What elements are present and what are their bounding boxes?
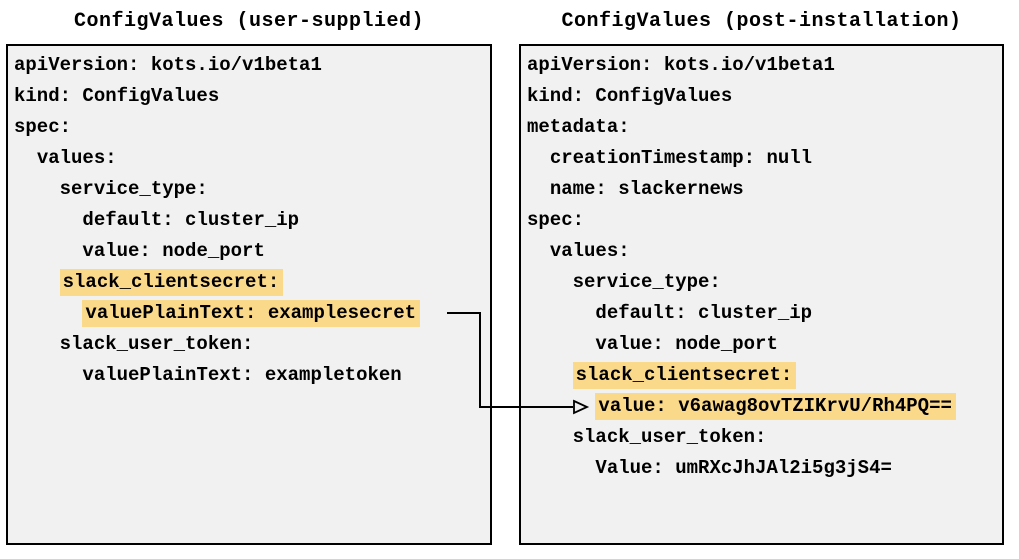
code-indent <box>14 240 82 262</box>
code-text: values: <box>36 147 117 169</box>
code-line: service_type: <box>527 267 996 298</box>
code-text: kind: ConfigValues <box>527 85 733 107</box>
code-text: metadata: <box>527 116 630 138</box>
code-text: default: cluster_ip <box>82 209 300 231</box>
code-indent <box>527 271 573 293</box>
left-config-panel: apiVersion: kots.io/v1beta1 kind: ConfigV… <box>6 44 492 545</box>
code-indent <box>527 302 595 324</box>
code-line: value: node_port <box>527 329 996 360</box>
code-indent <box>527 333 595 355</box>
code-line: kind: ConfigValues <box>14 81 484 112</box>
code-line: values: <box>527 236 996 267</box>
code-text: value: node_port <box>595 333 778 355</box>
code-text: kind: ConfigValues <box>14 85 220 107</box>
code-text: valuePlainText: exampletoken <box>82 364 402 386</box>
right-config-panel: apiVersion: kots.io/v1beta1 kind: ConfigV… <box>519 44 1004 545</box>
code-indent <box>14 178 60 200</box>
code-text: apiVersion: kots.io/v1beta1 <box>14 54 322 76</box>
code-line: values: <box>14 143 484 174</box>
code-line: creationTimestamp: null <box>527 143 996 174</box>
code-text: values: <box>549 240 630 262</box>
right-panel-title: ConfigValues (post-installation) <box>561 10 962 33</box>
code-text: Value: umRXcJhJAl2i5g3jS4= <box>595 457 892 479</box>
code-indent <box>14 209 82 231</box>
code-indent <box>527 240 550 262</box>
code-line: service_type: <box>14 174 484 205</box>
highlighted-code-text: valuePlainText: examplesecret <box>82 300 421 327</box>
code-text: spec: <box>14 116 72 138</box>
code-text: creationTimestamp: null <box>549 147 813 169</box>
highlighted-code-text: value: v6awag8ovTZIKrvU/Rh4PQ== <box>595 393 956 420</box>
left-code-block: apiVersion: kots.io/v1beta1 kind: ConfigV… <box>8 46 490 395</box>
code-line: value: v6awag8ovTZIKrvU/Rh4PQ== <box>527 391 996 422</box>
code-indent <box>527 426 573 448</box>
code-indent <box>14 333 60 355</box>
code-line: default: cluster_ip <box>14 205 484 236</box>
code-text: name: slackernews <box>549 178 744 200</box>
right-code-block: apiVersion: kots.io/v1beta1 kind: ConfigV… <box>521 46 1002 488</box>
code-text: slack_user_token: <box>572 426 767 448</box>
code-indent <box>527 147 550 169</box>
code-line: Value: umRXcJhJAl2i5g3jS4= <box>527 453 996 484</box>
code-line: apiVersion: kots.io/v1beta1 <box>14 50 484 81</box>
code-text: service_type: <box>59 178 208 200</box>
code-line: slack_clientsecret: <box>14 267 484 298</box>
code-text: spec: <box>527 209 585 231</box>
code-line: slack_clientsecret: <box>527 360 996 391</box>
code-indent <box>14 147 37 169</box>
code-line: apiVersion: kots.io/v1beta1 <box>527 50 996 81</box>
code-indent <box>527 364 573 386</box>
code-text: slack_user_token: <box>59 333 254 355</box>
code-indent <box>14 364 82 386</box>
code-text: value: node_port <box>82 240 265 262</box>
code-line: name: slackernews <box>527 174 996 205</box>
code-line: spec: <box>14 112 484 143</box>
code-indent <box>527 395 595 417</box>
code-text: apiVersion: kots.io/v1beta1 <box>527 54 835 76</box>
highlighted-code-text: slack_clientsecret: <box>572 362 797 389</box>
code-indent <box>527 178 550 200</box>
code-line: value: node_port <box>14 236 484 267</box>
code-line: spec: <box>527 205 996 236</box>
code-text: service_type: <box>572 271 721 293</box>
code-text: default: cluster_ip <box>595 302 813 324</box>
code-line: kind: ConfigValues <box>527 81 996 112</box>
highlighted-code-text: slack_clientsecret: <box>59 269 284 296</box>
code-indent <box>527 457 595 479</box>
code-line: slack_user_token: <box>14 329 484 360</box>
code-line: slack_user_token: <box>527 422 996 453</box>
code-line: default: cluster_ip <box>527 298 996 329</box>
code-line: valuePlainText: exampletoken <box>14 360 484 391</box>
code-indent <box>14 302 82 324</box>
code-line: metadata: <box>527 112 996 143</box>
code-indent <box>14 271 60 293</box>
code-line: valuePlainText: examplesecret <box>14 298 484 329</box>
left-panel-title: ConfigValues (user-supplied) <box>73 10 425 33</box>
